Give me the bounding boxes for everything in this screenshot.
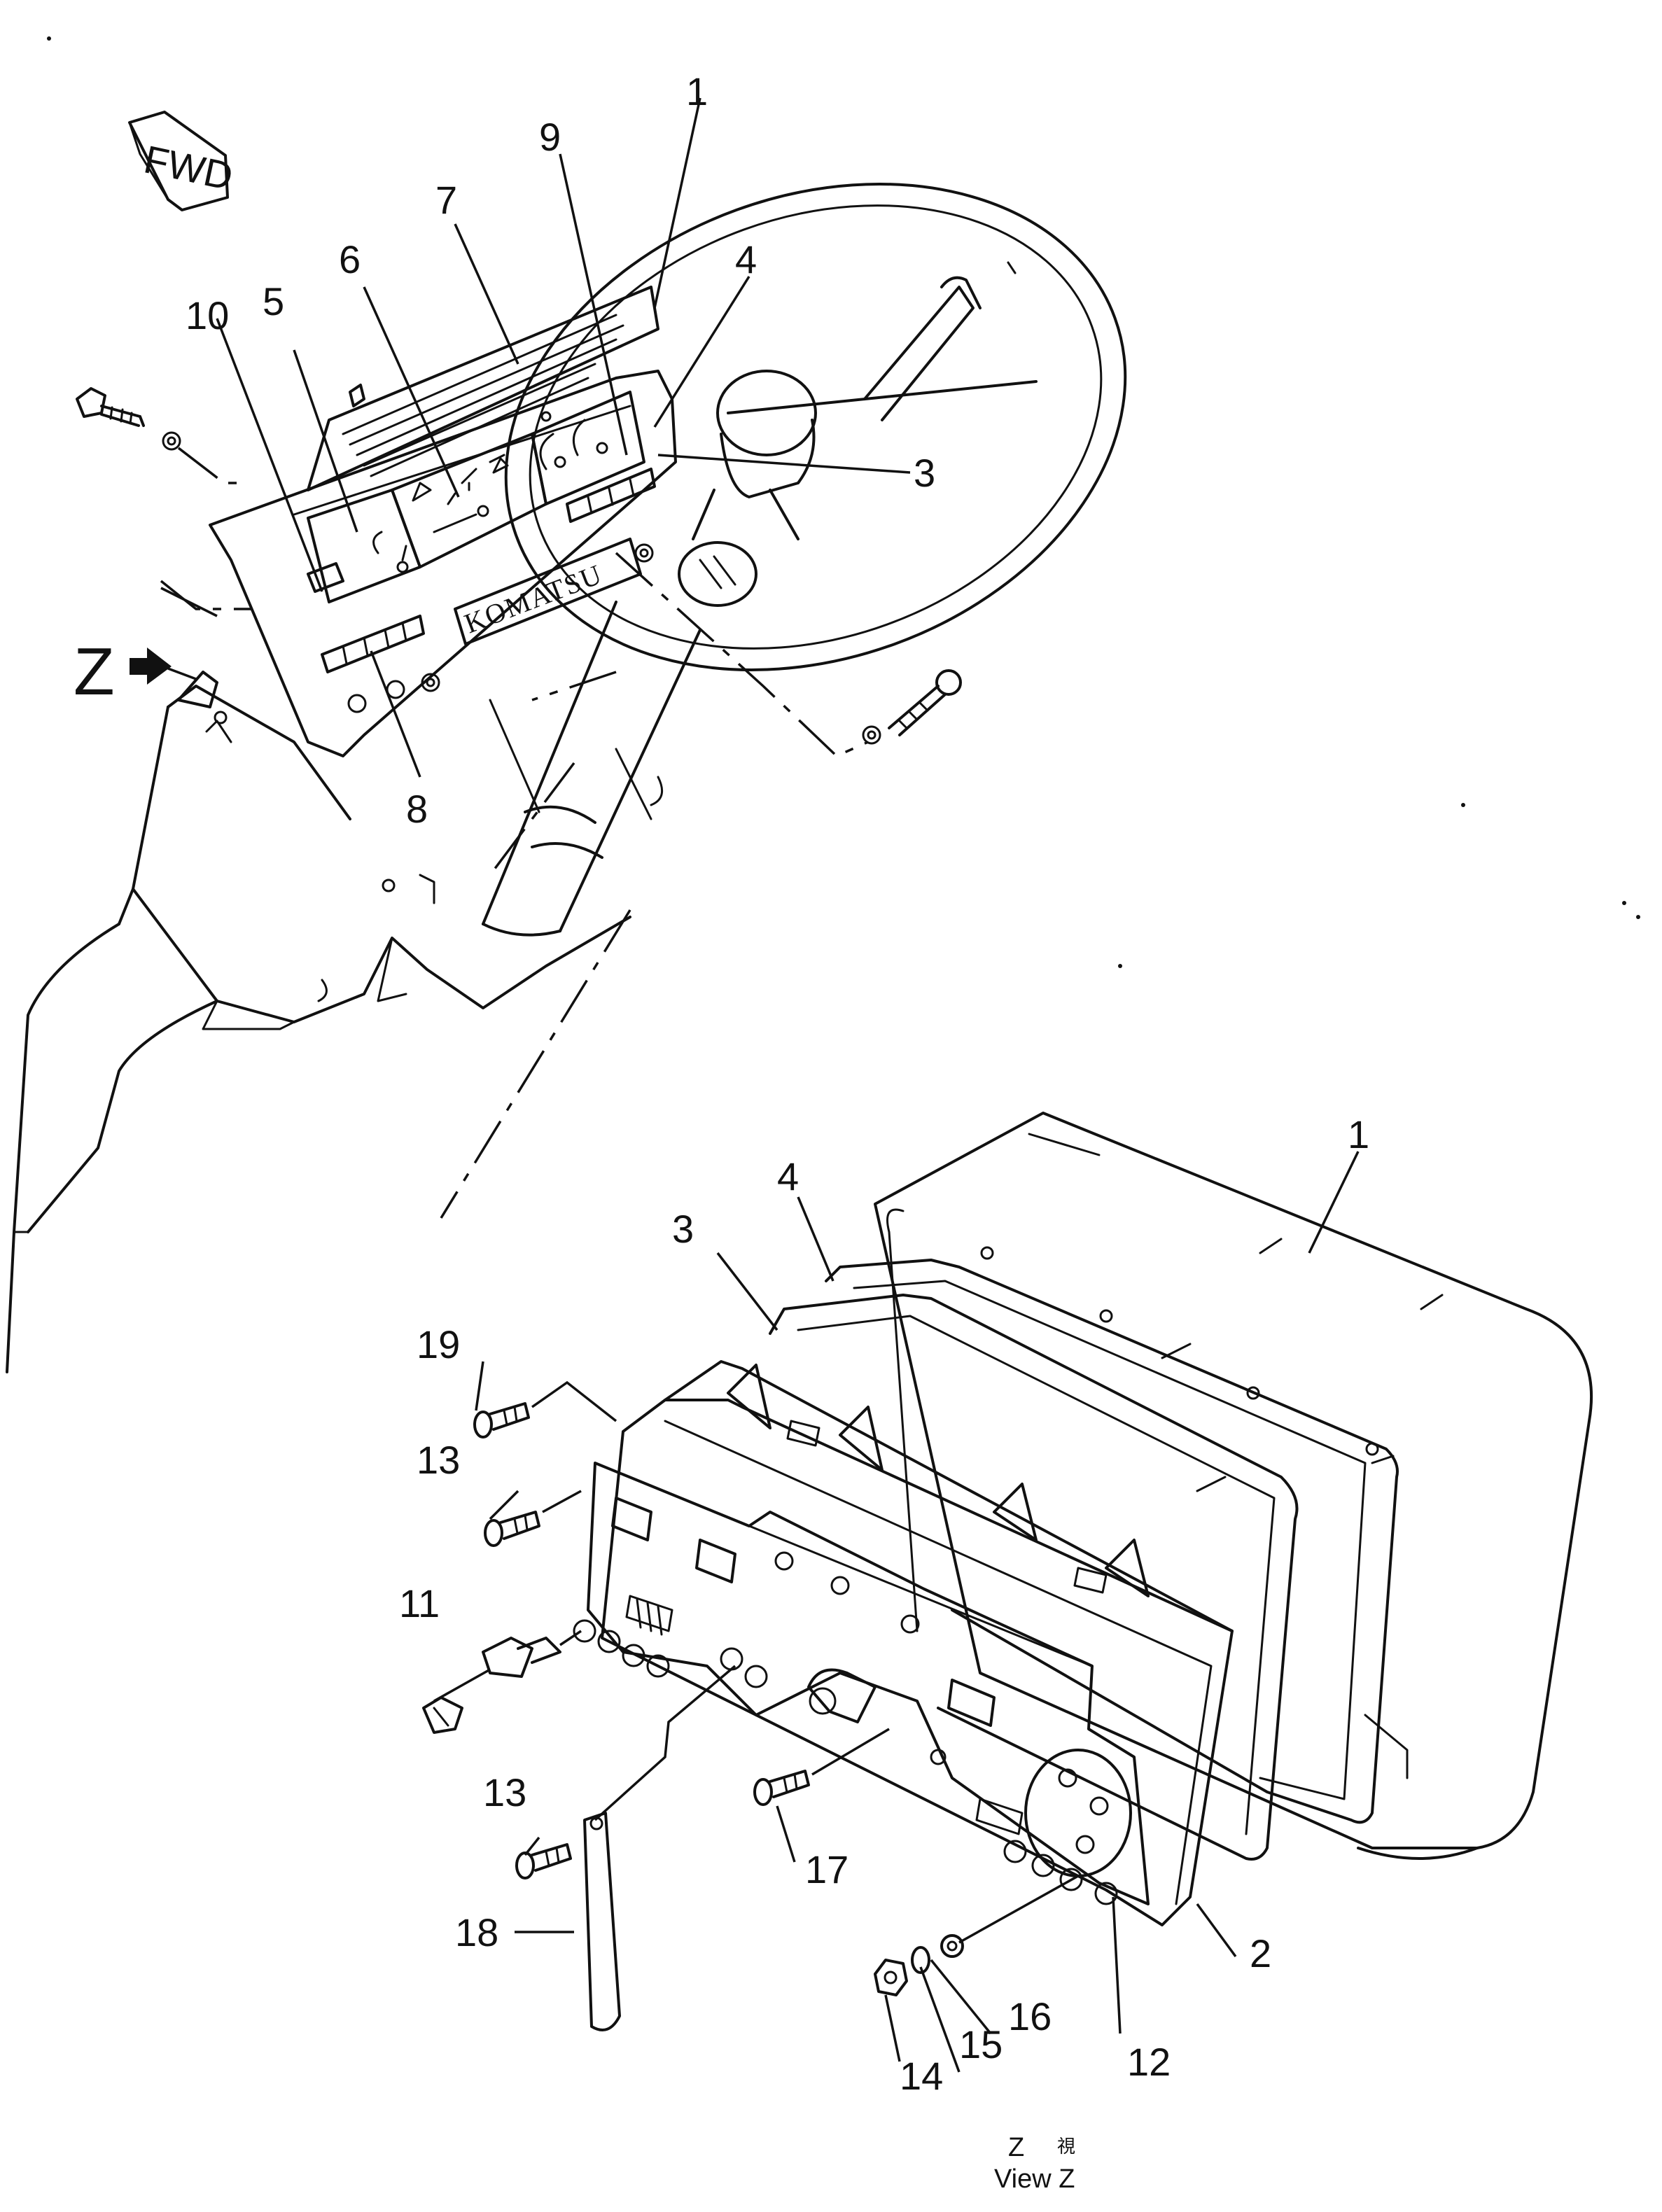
bolt-upper-left xyxy=(76,387,181,451)
part-4-gasket xyxy=(825,1259,1399,1824)
part-19-screw xyxy=(473,1380,617,1438)
fwd-arrow-icon: FWD xyxy=(128,111,237,211)
part-1-rear-housing xyxy=(874,1112,1593,1860)
part-3-bezel-frame xyxy=(769,1294,1299,1861)
callout-lower-16: 16 xyxy=(1008,1994,1052,2038)
steering-wheel xyxy=(504,183,1127,671)
part-11-lamp-socket xyxy=(422,1630,582,1734)
callout-lower-17: 17 xyxy=(805,1847,849,1891)
callout-lower-13b: 13 xyxy=(483,1770,526,1814)
view-z-arrow-icon xyxy=(130,587,218,708)
fwd-label: FWD xyxy=(140,136,237,198)
callout-lower-11: 11 xyxy=(399,1581,440,1625)
callout-lower-15: 15 xyxy=(959,2022,1003,2066)
callout-lower-2: 2 xyxy=(1250,1931,1271,1975)
part-12-circuit-board xyxy=(573,1462,1150,1905)
callout-lower-1: 1 xyxy=(1348,1112,1369,1156)
part-13-screw-lower xyxy=(515,1843,572,1879)
callout-upper-1: 1 xyxy=(686,69,708,113)
callout-lower-13a: 13 xyxy=(417,1438,460,1482)
part-17-screw xyxy=(753,1728,890,1806)
callout-upper-6: 6 xyxy=(339,237,361,281)
callout-lower-3: 3 xyxy=(672,1207,694,1251)
callout-upper-7: 7 xyxy=(435,178,457,222)
view-caption-z: Z xyxy=(1008,2133,1024,2162)
console-tower xyxy=(6,685,631,1373)
callout-upper-3: 3 xyxy=(914,451,935,495)
view-z-label: Z xyxy=(74,634,115,709)
view-caption-view-z: View Z xyxy=(994,2164,1075,2194)
callout-lower-18: 18 xyxy=(455,1910,498,1954)
part-2-meter-case xyxy=(601,1360,1234,1926)
callout-lower-14: 14 xyxy=(900,2054,943,2098)
view-caption-glyph: 視 xyxy=(1057,2136,1075,2157)
callout-upper-10: 10 xyxy=(186,293,229,337)
callout-lower-19: 19 xyxy=(417,1322,460,1366)
part-13-screw-upper xyxy=(484,1490,582,1547)
bolt-upper-right xyxy=(862,669,962,745)
parts-14-15-16-nut-washers xyxy=(874,1875,1079,1996)
part-18-jumper-strap xyxy=(583,1665,736,2031)
callout-lower-12: 12 xyxy=(1127,2040,1171,2084)
callout-lower-4: 4 xyxy=(777,1154,799,1198)
callout-upper-8: 8 xyxy=(406,787,428,831)
callout-upper-9: 9 xyxy=(539,115,561,159)
callout-upper-4: 4 xyxy=(735,237,757,281)
callout-upper-5: 5 xyxy=(263,279,284,323)
steering-column xyxy=(482,601,701,937)
